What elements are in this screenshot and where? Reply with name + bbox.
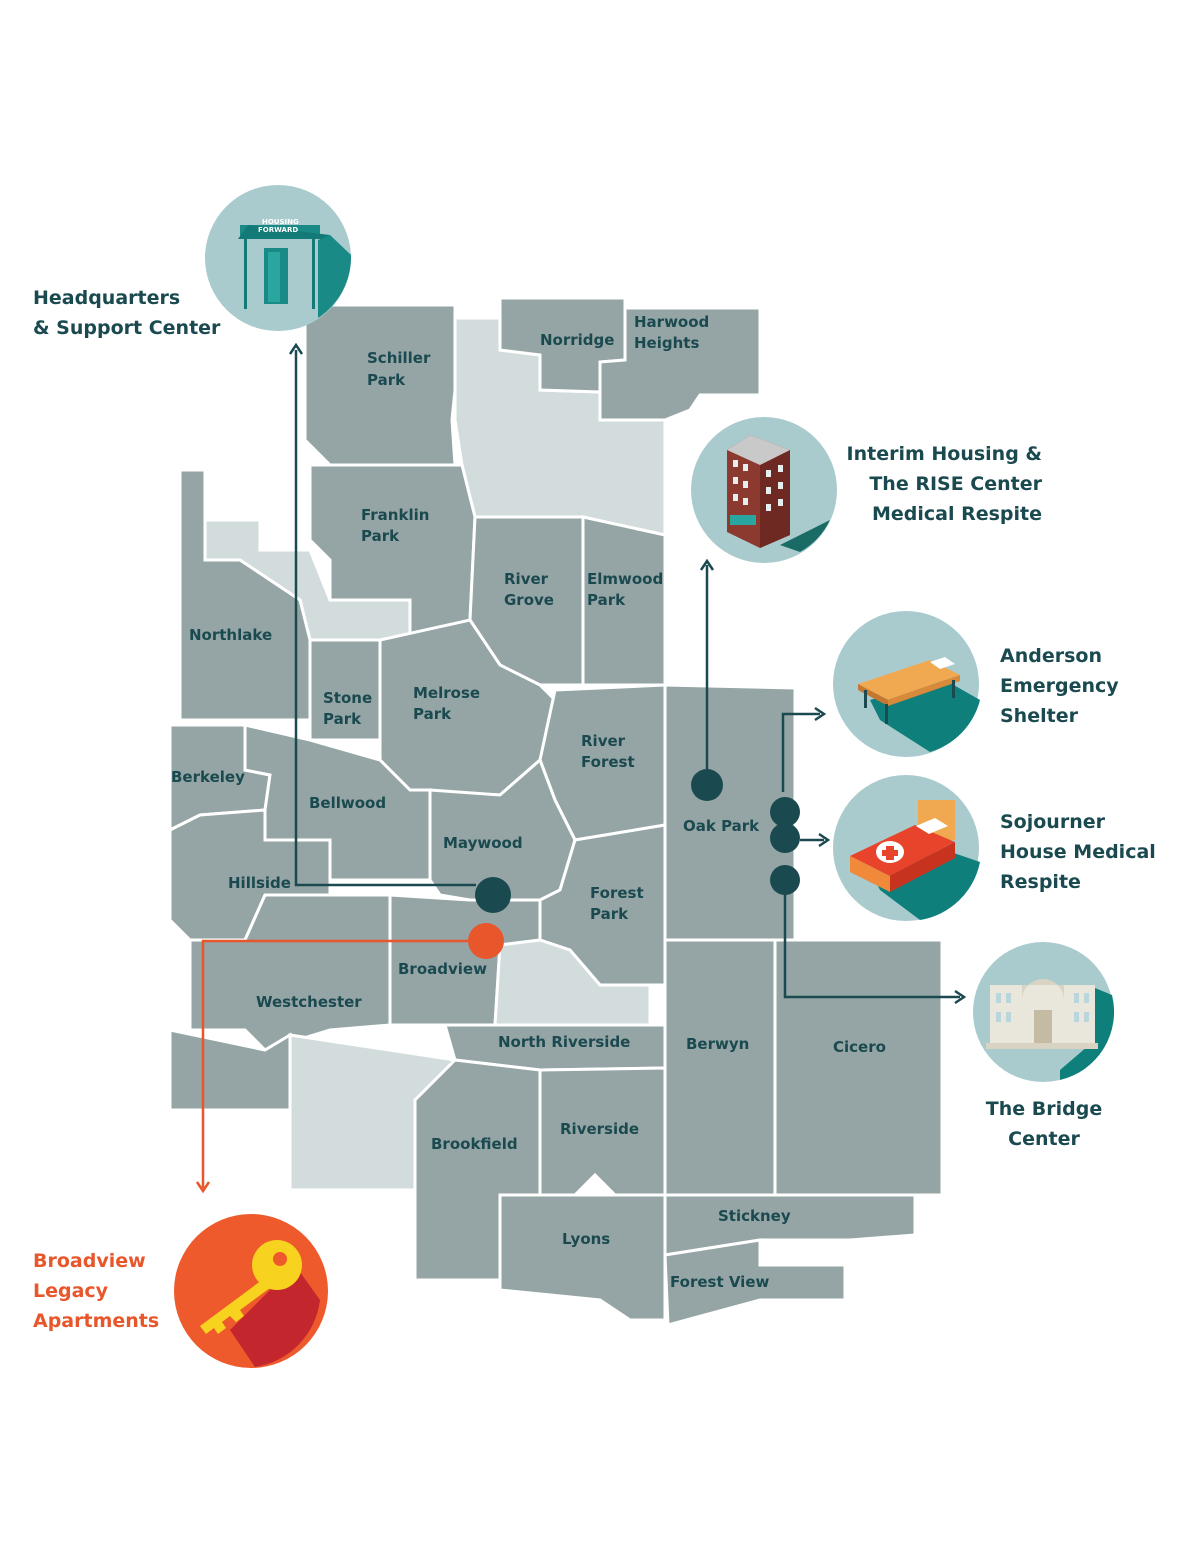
label-hillside: Hillside	[228, 874, 291, 892]
municipality-berwyn	[663, 938, 777, 1197]
label-riverside: Riverside	[560, 1120, 639, 1138]
municipality-lyons	[498, 1193, 667, 1322]
dot-headquarters[interactable]	[475, 877, 511, 913]
connector-headquarters	[294, 350, 476, 887]
svg-text:HOUSING: HOUSING	[262, 218, 299, 226]
site-label-bridge-center: The Bridge Center	[985, 1098, 1103, 1150]
label-cicero: Cicero	[833, 1038, 886, 1056]
cot-icon	[833, 611, 980, 757]
municipality-la-grange-park	[168, 1028, 292, 1112]
municipality-stickney	[663, 1193, 917, 1257]
label-berkeley: Berkeley	[171, 768, 245, 786]
arrow-sojourner	[818, 832, 831, 848]
site-label-broadview-legacy: Broadview Legacy Apartments	[33, 1250, 160, 1332]
municipality-northlake	[178, 468, 312, 722]
label-brookfield: Brookfield	[431, 1135, 518, 1153]
site-label-interim-housing: Interim Housing & The RISE Center Medica…	[846, 443, 1042, 525]
municipality-cicero	[773, 938, 944, 1197]
medical-bed-icon	[833, 775, 980, 921]
label-lyons: Lyons	[562, 1230, 610, 1248]
location-dots	[468, 769, 800, 959]
key-icon	[174, 1214, 328, 1368]
municipality-forest-view	[663, 1238, 847, 1327]
label-westchester: Westchester	[256, 993, 362, 1011]
municipality-westchester	[188, 893, 392, 1052]
site-label-headquarters: Headquarters & Support Center	[33, 287, 221, 339]
connector-anderson	[781, 712, 820, 792]
site-label-sojourner-house: Sojourner House Medical Respite	[1000, 811, 1156, 893]
label-oak-park: Oak Park	[683, 817, 760, 835]
label-maywood: Maywood	[443, 834, 523, 852]
municipality-layer	[168, 296, 944, 1327]
municipality-harwood-heights	[598, 306, 762, 422]
connector-lines	[195, 342, 967, 1194]
label-norridge: Norridge	[540, 331, 614, 349]
arrow-headquarters	[288, 342, 304, 355]
arrow-bridge	[954, 989, 967, 1005]
connector-broadview-legacy	[201, 939, 468, 1188]
label-northlake: Northlake	[189, 626, 272, 644]
label-north-riverside: North Riverside	[498, 1033, 630, 1051]
svg-text:FORWARD: FORWARD	[258, 226, 298, 234]
connector-bridge	[783, 894, 960, 999]
building-entrance-icon: HOUSING FORWARD	[205, 185, 352, 331]
label-stickney: Stickney	[718, 1207, 791, 1225]
dot-bridge-center[interactable]	[770, 865, 800, 895]
dot-sojourner-house[interactable]	[770, 823, 800, 853]
arrow-anderson	[814, 706, 827, 722]
label-bellwood: Bellwood	[309, 794, 386, 812]
dot-broadview-legacy[interactable]	[468, 923, 504, 959]
civic-building-icon	[973, 942, 1115, 1082]
site-label-anderson-shelter: Anderson Emergency Shelter	[1000, 645, 1119, 727]
dot-anderson-shelter[interactable]	[770, 797, 800, 827]
arrow-broadview-legacy	[195, 1181, 211, 1194]
arrow-interim	[699, 558, 715, 571]
label-broadview: Broadview	[398, 960, 487, 978]
label-forest-view: Forest View	[670, 1273, 769, 1291]
dot-interim-housing[interactable]	[691, 769, 723, 801]
apartment-building-icon	[691, 417, 837, 563]
label-berwyn: Berwyn	[686, 1035, 749, 1053]
